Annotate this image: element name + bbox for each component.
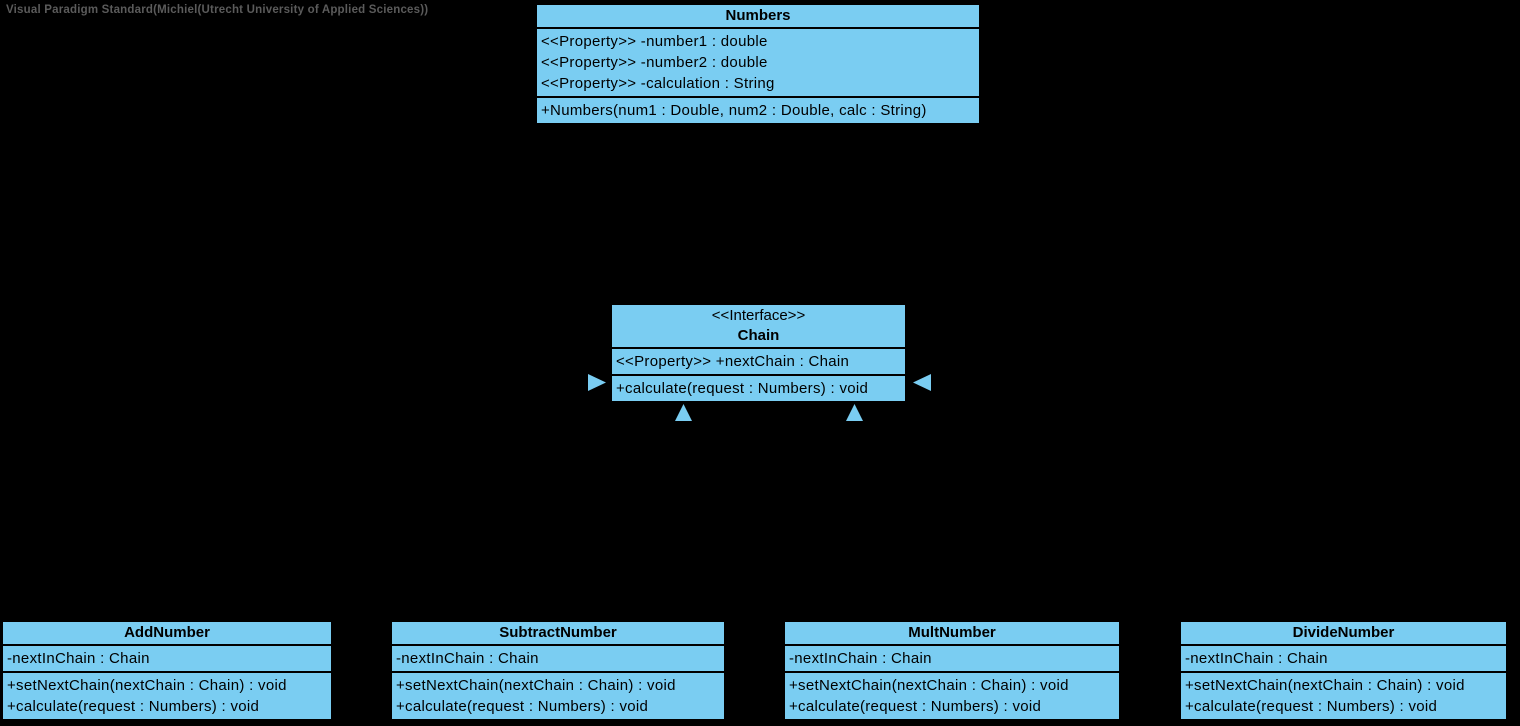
class-title: DivideNumber — [1181, 622, 1506, 646]
operation: +calculate(request : Numbers) : void — [396, 698, 649, 715]
attributes-compartment: <<Property>> -number1 : double <<Propert… — [537, 29, 979, 98]
realization-arrowhead-right-icon — [913, 374, 931, 396]
attribute: -nextInChain : Chain — [1185, 650, 1328, 667]
class-dividenumber: DivideNumber -nextInChain : Chain +setNe… — [1179, 620, 1508, 721]
attributes-compartment: -nextInChain : Chain — [3, 646, 331, 673]
operations-compartment: +setNextChain(nextChain : Chain) : void … — [1181, 673, 1506, 719]
operations-compartment: +calculate(request : Numbers) : void — [612, 376, 905, 401]
class-name: Numbers — [725, 7, 791, 24]
operation: +calculate(request : Numbers) : void — [7, 698, 260, 715]
stereotype-label: <<Interface>> — [711, 307, 806, 324]
class-title: <<Interface>> Chain — [612, 305, 905, 349]
attribute: <<Property>> -number2 : double — [541, 54, 768, 71]
operation: +Numbers(num1 : Double, num2 : Double, c… — [541, 102, 927, 119]
visual-paradigm-watermark: Visual Paradigm Standard(Michiel(Utrecht… — [6, 4, 429, 16]
attributes-compartment: <<Property>> +nextChain : Chain — [612, 349, 905, 376]
realization-arrowhead-bottom-left-icon — [675, 404, 692, 426]
class-title: MultNumber — [785, 622, 1119, 646]
operation: +calculate(request : Numbers) : void — [789, 698, 1042, 715]
attribute: <<Property>> -number1 : double — [541, 33, 768, 50]
attribute: <<Property>> -calculation : String — [541, 75, 775, 92]
class-numbers: Numbers <<Property>> -number1 : double <… — [535, 3, 981, 125]
operations-compartment: +Numbers(num1 : Double, num2 : Double, c… — [537, 98, 979, 123]
attribute: <<Property>> +nextChain : Chain — [616, 353, 850, 370]
class-title: AddNumber — [3, 622, 331, 646]
operations-compartment: +setNextChain(nextChain : Chain) : void … — [3, 673, 331, 719]
interface-chain: <<Interface>> Chain <<Property>> +nextCh… — [610, 303, 907, 403]
operation: +setNextChain(nextChain : Chain) : void — [7, 677, 287, 694]
operation: +setNextChain(nextChain : Chain) : void — [396, 677, 676, 694]
operation: +setNextChain(nextChain : Chain) : void — [789, 677, 1069, 694]
attribute: -nextInChain : Chain — [396, 650, 539, 667]
class-name: DivideNumber — [1292, 624, 1395, 641]
realization-arrowhead-left-icon — [588, 374, 606, 396]
class-name: Chain — [737, 327, 780, 344]
attributes-compartment: -nextInChain : Chain — [392, 646, 724, 673]
attribute: -nextInChain : Chain — [7, 650, 150, 667]
attributes-compartment: -nextInChain : Chain — [785, 646, 1119, 673]
class-name: SubtractNumber — [499, 624, 617, 641]
class-title: SubtractNumber — [392, 622, 724, 646]
class-addnumber: AddNumber -nextInChain : Chain +setNextC… — [1, 620, 333, 721]
attribute: -nextInChain : Chain — [789, 650, 932, 667]
class-title: Numbers — [537, 5, 979, 29]
operations-compartment: +setNextChain(nextChain : Chain) : void … — [785, 673, 1119, 719]
class-name: AddNumber — [124, 624, 210, 641]
operation: +calculate(request : Numbers) : void — [616, 380, 869, 397]
operation: +calculate(request : Numbers) : void — [1185, 698, 1438, 715]
operation: +setNextChain(nextChain : Chain) : void — [1185, 677, 1465, 694]
class-subtractnumber: SubtractNumber -nextInChain : Chain +set… — [390, 620, 726, 721]
operations-compartment: +setNextChain(nextChain : Chain) : void … — [392, 673, 724, 719]
class-multnumber: MultNumber -nextInChain : Chain +setNext… — [783, 620, 1121, 721]
class-name: MultNumber — [908, 624, 996, 641]
realization-arrowhead-bottom-right-icon — [846, 404, 863, 426]
attributes-compartment: -nextInChain : Chain — [1181, 646, 1506, 673]
